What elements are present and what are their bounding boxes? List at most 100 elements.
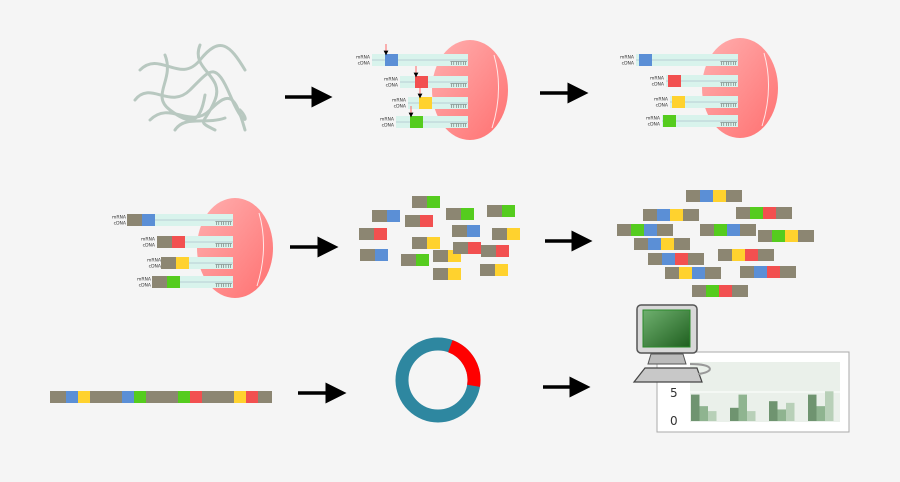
chart-bar (730, 407, 739, 421)
blue-fragment-block (648, 238, 661, 250)
linker-block (492, 228, 507, 240)
yellow-fragment-block (661, 238, 674, 250)
cdna-label: cDNA (394, 104, 407, 110)
green-strand-block (134, 391, 146, 403)
chart-bar (769, 401, 778, 421)
yellow-fragment-block (427, 237, 440, 249)
yellow-strand-block (234, 391, 246, 403)
yellow-barcode-block (419, 97, 432, 109)
linker-block (481, 245, 496, 257)
mrna-label: mRNA (392, 98, 407, 104)
chart-bar (747, 411, 756, 421)
green-fragment-block (706, 285, 719, 297)
yellow-barcode-block (672, 96, 685, 108)
chart-bar (738, 394, 747, 421)
green-fragment-block (750, 207, 763, 219)
mrna-label: mRNA (384, 77, 399, 83)
arrows (285, 82, 593, 404)
green-fragment-block (714, 224, 727, 236)
strand-backbone (50, 391, 272, 403)
linker-block (405, 215, 420, 227)
y-tick-labels: 05 (670, 386, 678, 428)
chart-bar (786, 402, 795, 421)
green-strand-block (178, 391, 190, 403)
red-barcode-block (172, 236, 185, 248)
linker-block (412, 237, 427, 249)
linker-block (152, 276, 167, 288)
mrna-label: mRNA (356, 55, 371, 61)
cdna-label: cDNA (149, 264, 162, 270)
computer-icon (632, 304, 711, 383)
y-tick-label: 0 (670, 414, 678, 428)
donut-highlight-arc (447, 340, 481, 387)
red-fragment-block (763, 207, 776, 219)
linker-block (446, 208, 461, 220)
green-fragment-block (772, 230, 785, 242)
poly-t-label: TTTTTTT (449, 104, 467, 109)
blue-fragment-block (754, 266, 767, 278)
cdna-label: cDNA (652, 82, 665, 88)
total-rna-tangle (133, 43, 247, 132)
yellow-fragment-block (785, 230, 798, 242)
green-fragment-block (416, 254, 429, 266)
yellow-fragment-block (713, 190, 726, 202)
cdna-label: cDNA (648, 122, 661, 128)
blue-fragment-block (727, 224, 740, 236)
y-tick-label: 5 (670, 386, 678, 400)
red-strand-block (190, 391, 202, 403)
chart-bar (708, 411, 717, 421)
red-fragment-block (420, 215, 433, 227)
green-fragment-block (502, 205, 515, 217)
linker-block (480, 264, 495, 276)
cdna-label: cDNA (382, 123, 395, 129)
poly-t-label: TTTTTTT (719, 61, 737, 66)
yellow-fragment-block (448, 268, 461, 280)
mrna-label: mRNA (137, 277, 152, 283)
poly-t-label: TTTTTTT (719, 122, 737, 127)
red-fragment-block (496, 245, 509, 257)
sequenced-strand (50, 391, 272, 403)
bead-highlight (491, 54, 500, 129)
green-fragment-block (631, 224, 644, 236)
green-barcode-block (410, 116, 423, 128)
red-fragment-block (675, 253, 688, 265)
green-barcode-block (167, 276, 180, 288)
mrna-label: mRNA (380, 117, 395, 123)
yellow-fragment-block (679, 267, 692, 279)
bead-highlight (761, 52, 770, 127)
poly-t-label: TTTTTTT (449, 61, 467, 66)
linker-block (372, 210, 387, 222)
linker-block (401, 254, 416, 266)
mrna-label: mRNA (141, 237, 156, 243)
mrna-label: mRNA (650, 76, 665, 82)
poly-t-label: TTTTTTT (719, 82, 737, 87)
cdna-fragments (359, 196, 520, 280)
chart-bar (691, 394, 700, 421)
chart-bar (808, 394, 817, 421)
bead-highlight (256, 212, 265, 287)
yellow-fragment-block (732, 249, 745, 261)
mrna-label: mRNA (112, 215, 127, 221)
amplified-fragments (617, 190, 814, 297)
blue-fragment-block (387, 210, 400, 222)
poly-t-label: TTTTTTT (449, 123, 467, 128)
yellow-fragment-block (507, 228, 520, 240)
cdna-label: cDNA (386, 83, 399, 89)
linker-block (127, 214, 142, 226)
green-barcode-block (663, 115, 676, 127)
blue-strand-block (66, 391, 78, 403)
green-fragment-block (427, 196, 440, 208)
read-mapping-donut (395, 337, 481, 423)
blue-fragment-block (644, 224, 657, 236)
expression-bar-chart (656, 351, 850, 433)
blue-barcode-block (142, 214, 155, 226)
cdna-label: cDNA (143, 243, 156, 249)
yellow-fragment-block (670, 209, 683, 221)
yellow-barcode-block (176, 257, 189, 269)
poly-t-label: TTTTTTT (449, 83, 467, 88)
linker-block (360, 249, 375, 261)
